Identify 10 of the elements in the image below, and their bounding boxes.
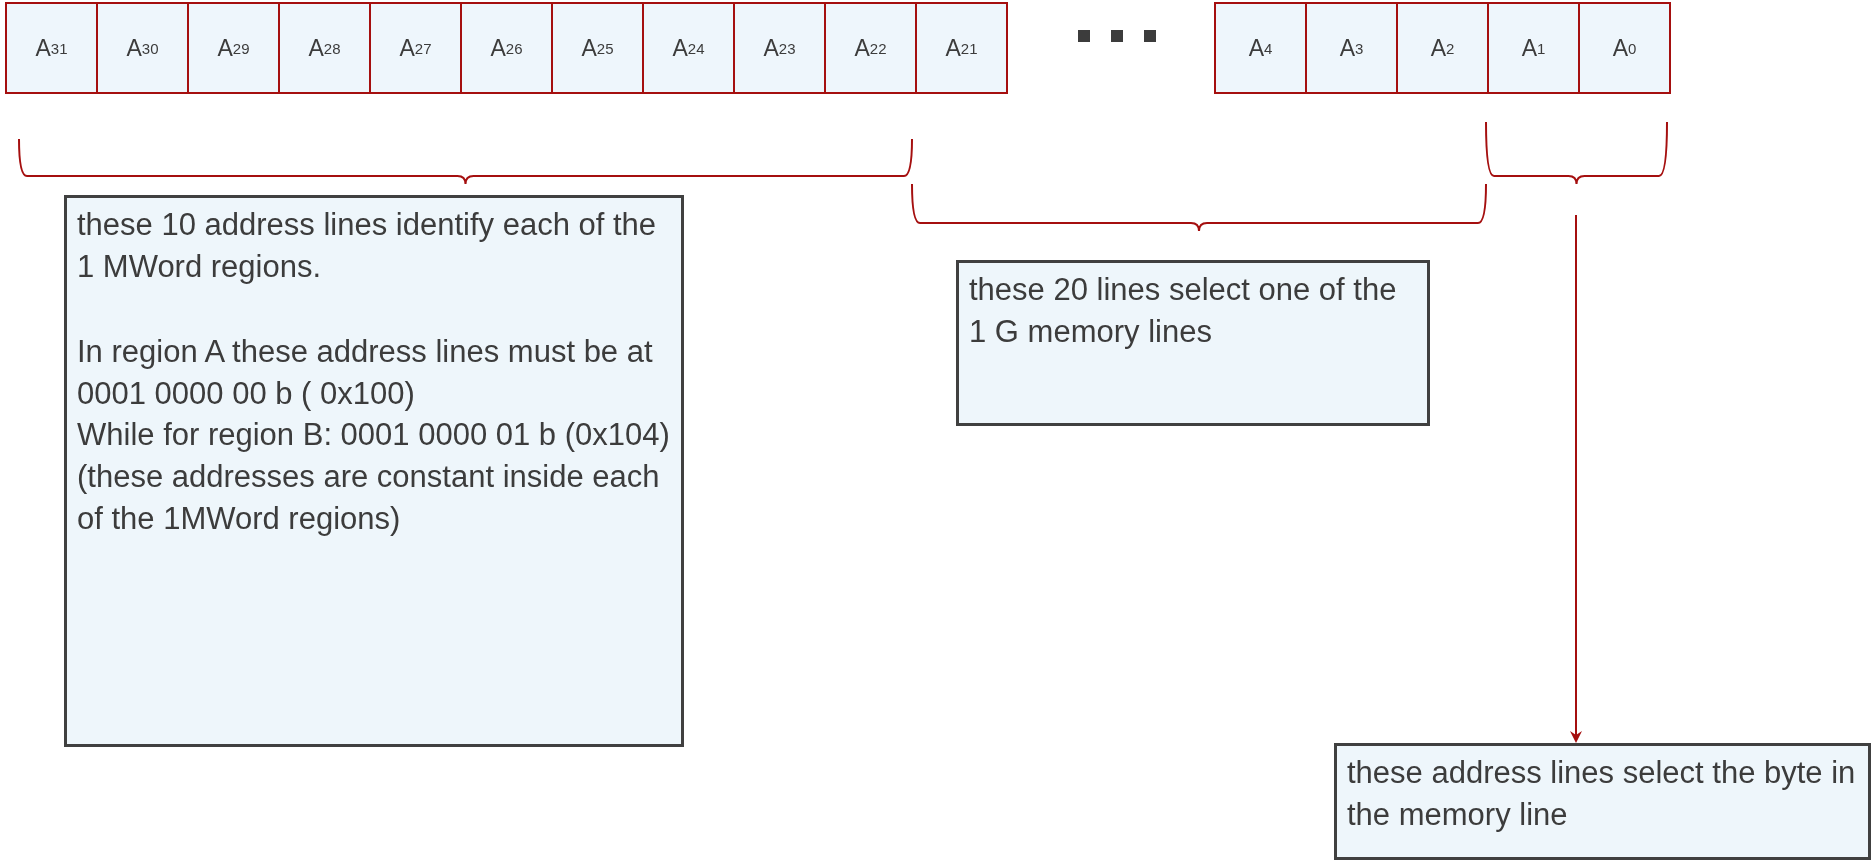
note-box xyxy=(1334,743,1871,860)
note-text: (these addresses are constant inside each of the 1MWord regions) xyxy=(77,458,661,539)
note-text: these 20 lines select one of the 1 G memory lines xyxy=(969,271,1398,351)
note-box xyxy=(956,260,1430,426)
note-box xyxy=(64,195,684,747)
note-text: these 10 address lines identify each of the 1 MWord regions. xyxy=(77,206,658,286)
note-text: In region A these address lines must be at 0001 0000 00 b ( 0x100) xyxy=(77,332,654,413)
arrow xyxy=(1570,214,1582,743)
note-text: these address lines select the byte in the memory line xyxy=(1347,754,1857,834)
note-text: While for region B: 0001 0000 01 b (0x104) xyxy=(77,416,671,455)
